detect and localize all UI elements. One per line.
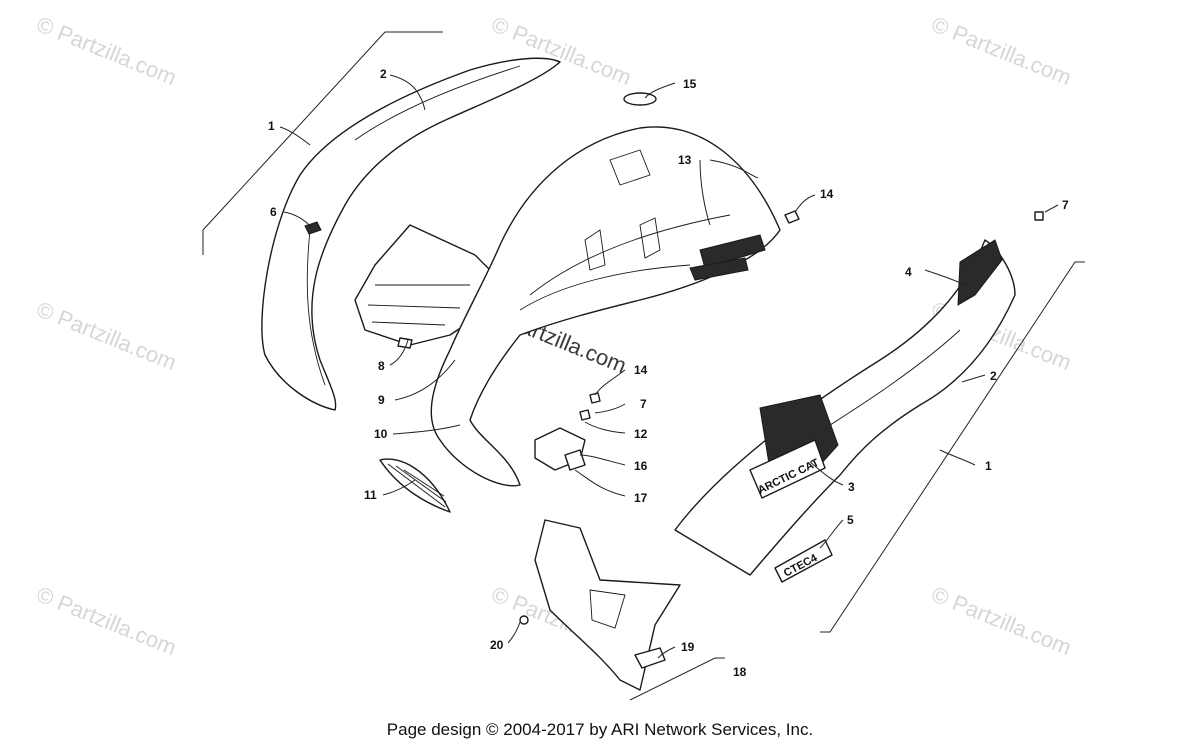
- callout-label: 9: [378, 393, 385, 407]
- push-rivet[interactable]: [1034, 211, 1044, 221]
- callout-label: 15: [683, 77, 697, 91]
- callout-label: 14: [634, 363, 648, 377]
- leader-lines: [202, 31, 1085, 701]
- callout-label: 8: [378, 359, 385, 373]
- callout-label: 18: [733, 665, 747, 679]
- watermark-text: © Partzilla.com: [33, 11, 180, 90]
- vent-insert[interactable]: [354, 224, 496, 349]
- watermark-text: © Partzilla.com: [928, 11, 1075, 90]
- callout-label: 20: [490, 638, 504, 652]
- watermark-text: © Partzilla.com: [33, 581, 180, 660]
- callout-label: 2: [990, 369, 997, 383]
- mesh-screen[interactable]: [379, 458, 451, 513]
- page-footer-credit: Page design © 2004-2017 by ARI Network S…: [386, 720, 814, 739]
- left-side-panel[interactable]: [261, 57, 561, 411]
- callout-labels: 1 2 6 8 9 10 11 15 13 14 14 7 12 16 17 4…: [268, 67, 1069, 679]
- callout-label: 13: [678, 153, 692, 167]
- callout-label: 3: [848, 480, 855, 494]
- callout-label: 17: [634, 491, 648, 505]
- callout-label: 19: [681, 640, 695, 654]
- callout-label: 4: [905, 265, 912, 279]
- callout-label: 10: [374, 427, 388, 441]
- bracket-cluster[interactable]: [534, 392, 601, 471]
- right-side-panel[interactable]: ARCTIC CAT CTEC4: [674, 239, 1016, 583]
- callout-label: 5: [847, 513, 854, 527]
- callout-label: 7: [1062, 198, 1069, 212]
- callout-label: 2: [380, 67, 387, 81]
- callout-label: 12: [634, 427, 648, 441]
- oval-emblem[interactable]: [623, 92, 657, 106]
- clip-fastener[interactable]: [784, 210, 800, 224]
- callout-label: 14: [820, 187, 834, 201]
- lower-bumper-panel[interactable]: [519, 519, 681, 691]
- callout-label: 1: [268, 119, 275, 133]
- callout-label: 7: [640, 397, 647, 411]
- callout-label: 11: [364, 488, 377, 502]
- callout-label: 16: [634, 459, 648, 473]
- watermark-text: © Partzilla.com: [33, 296, 180, 375]
- callout-label: 1: [985, 459, 992, 473]
- hood-nose-panel[interactable]: [430, 126, 781, 487]
- callout-label: 6: [270, 205, 277, 219]
- watermark-text: © Partzilla.com: [928, 581, 1075, 660]
